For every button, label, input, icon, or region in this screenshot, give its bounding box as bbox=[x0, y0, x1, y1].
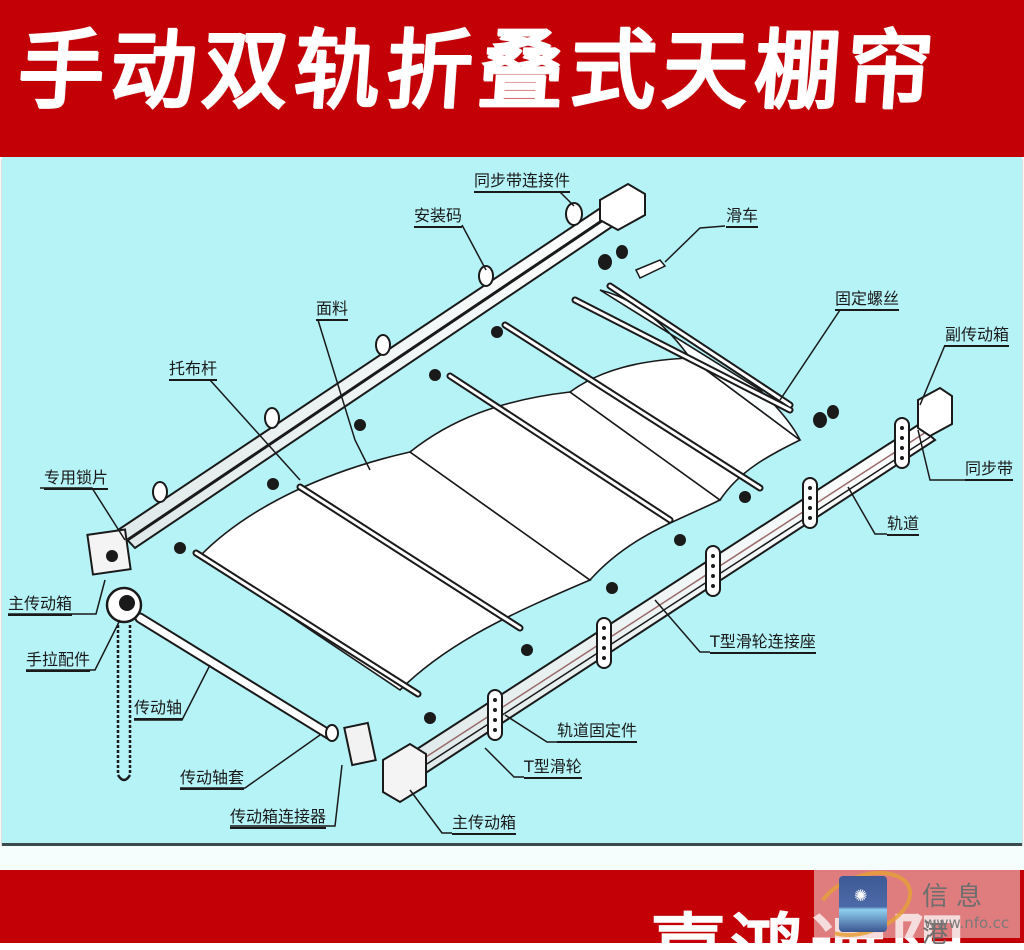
label-main-gearbox-bottom: 主传动箱 bbox=[452, 815, 517, 835]
label-sync-belt: 同步带 bbox=[965, 461, 1014, 481]
lower-track-rail bbox=[382, 386, 953, 804]
label-sync-belt-connector: 同步带连接件 bbox=[474, 173, 571, 193]
watermark-url: www.nfo.cc bbox=[924, 914, 1010, 932]
drive-shaft bbox=[134, 612, 377, 767]
watermark-logo-icon bbox=[839, 876, 887, 932]
sun-icon: ✺ bbox=[854, 886, 868, 905]
label-fixing-screw: 固定螺丝 bbox=[835, 291, 900, 311]
label-t-pulley-connector-seat: T型滑轮连接座 bbox=[710, 634, 816, 654]
top-small-parts bbox=[598, 245, 839, 428]
label-fabric-support-rod: 托布杆 bbox=[169, 361, 218, 381]
separator-strip bbox=[0, 846, 1024, 870]
label-mounting-bracket: 安装码 bbox=[414, 208, 463, 228]
label-special-lock-plate: 专用锁片 bbox=[44, 470, 109, 490]
title-banner: 手动双轨折叠式天棚帘 bbox=[0, 0, 1024, 157]
label-t-pulley: T型滑轮 bbox=[524, 759, 582, 779]
t-pulleys bbox=[174, 326, 751, 724]
label-hand-pull-fitting: 手拉配件 bbox=[26, 652, 91, 672]
label-drive-shaft: 传动轴 bbox=[134, 700, 183, 720]
upper-track-rail bbox=[86, 182, 646, 576]
label-pulley: 滑车 bbox=[726, 208, 759, 228]
fabric-support-rods-highlight bbox=[194, 284, 792, 696]
label-track: 轨道 bbox=[887, 516, 920, 536]
hand-pull-chain bbox=[105, 586, 143, 782]
label-fabric: 面料 bbox=[316, 301, 349, 321]
label-track-fixture: 轨道固定件 bbox=[557, 723, 638, 743]
label-gearbox-connector: 传动箱连接器 bbox=[230, 809, 327, 829]
label-secondary-gearbox: 副传动箱 bbox=[945, 327, 1010, 347]
watermark: ✺ 信息港 www.nfo.cc bbox=[806, 858, 1020, 950]
label-main-gearbox-left: 主传动箱 bbox=[8, 596, 73, 616]
watermark-name: 信息港 bbox=[922, 882, 991, 949]
label-drive-shaft-sleeve: 传动轴套 bbox=[180, 770, 245, 790]
